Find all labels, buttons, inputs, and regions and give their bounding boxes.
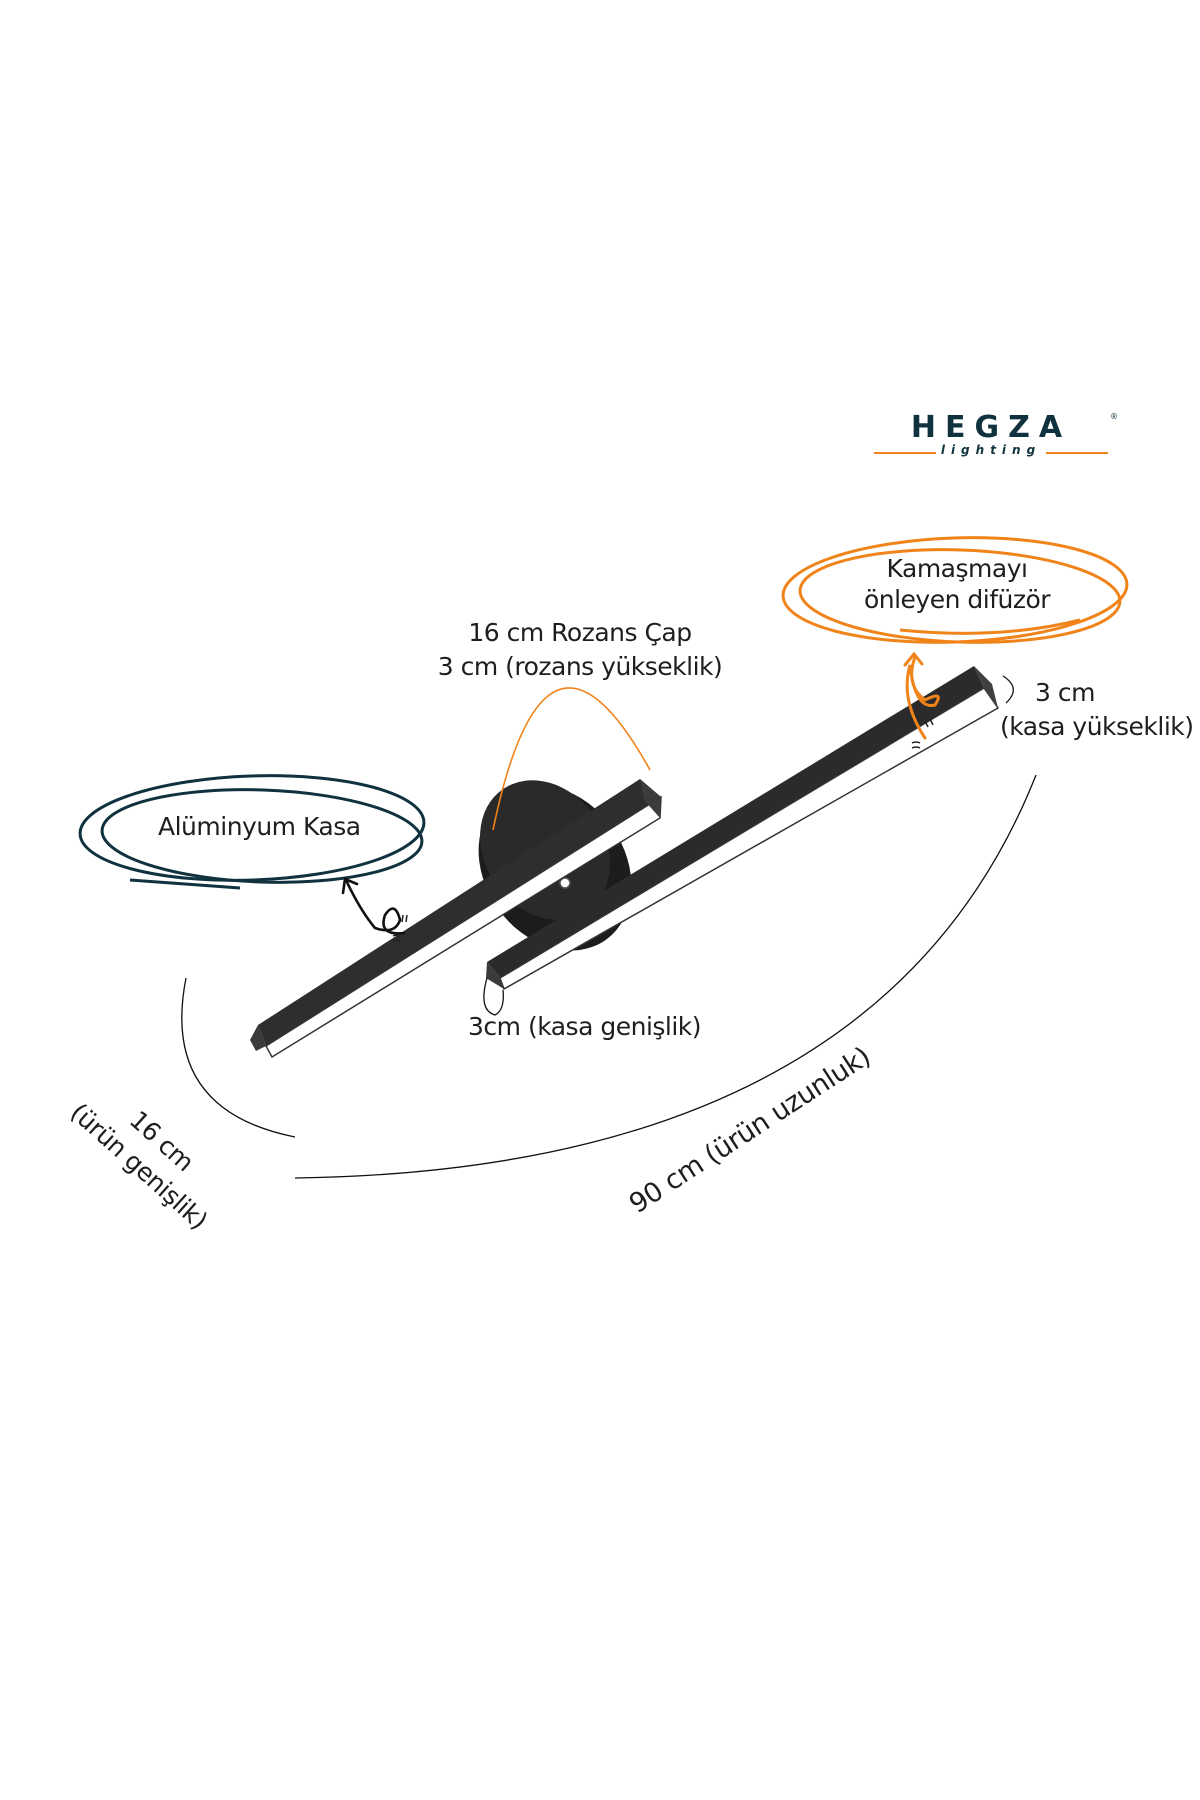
mounting-screw-icon [559, 877, 571, 889]
canopy-dimension-arc [492, 687, 651, 831]
diffuser-callout-ellipse [781, 536, 1129, 644]
left-light-bar [250, 779, 662, 1059]
product-width-arc [181, 977, 296, 1138]
body-width-label: 3cm (kasa genişlik) [468, 1012, 702, 1041]
product-length-arc [294, 774, 1037, 1179]
body-height-label: 3 cm (kasa yükseklik) [1000, 676, 1200, 744]
canopy-diameter-text: 16 cm Rozans Çap [468, 618, 692, 647]
brand-logo: HEGZA ® lighting [868, 410, 1118, 466]
body-height-marker [1002, 675, 1014, 704]
logo-accent-line-left [874, 452, 936, 454]
body-width-marker [483, 977, 504, 1016]
material-label: Alüminyum Kasa [158, 812, 361, 841]
diffuser-label: Kamaşmayı önleyen difüzör [842, 553, 1072, 615]
diffuser-pointer-ticks [911, 718, 934, 749]
diffuser-label-line1: Kamaşmayı [886, 554, 1028, 583]
registered-mark: ® [1110, 412, 1118, 421]
canopy-label: 16 cm Rozans Çap 3 cm (rozans yükseklik) [430, 616, 730, 684]
material-arrow-icon [341, 877, 406, 935]
material-callout-ellipse [78, 774, 426, 890]
brand-tagline: lighting [940, 443, 1042, 457]
material-pointer-ticks [392, 914, 408, 943]
brand-name: HEGZA [910, 410, 1072, 445]
logo-accent-line-right [1046, 452, 1108, 454]
body-height-value: 3 cm [1035, 678, 1095, 707]
right-light-bar [486, 666, 1000, 991]
diffuser-arrow-icon [903, 651, 940, 740]
body-height-caption: (kasa yükseklik) [1000, 712, 1194, 741]
canopy-height-text: 3 cm (rozans yükseklik) [437, 652, 723, 681]
diffuser-label-line2: önleyen difüzör [863, 585, 1051, 614]
